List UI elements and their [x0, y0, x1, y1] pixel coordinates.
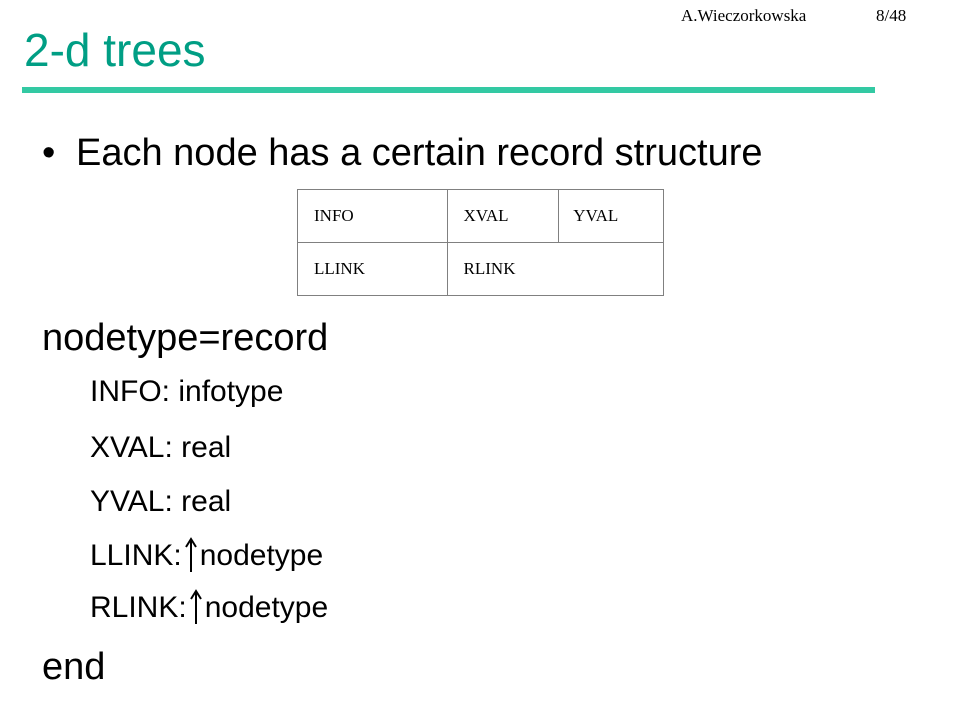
- field-type: nodetype: [204, 591, 329, 624]
- table-cell: RLINK: [447, 242, 665, 296]
- bullet-item: • Each node has a certain record structur…: [42, 128, 763, 178]
- bullet-marker: •: [42, 132, 56, 174]
- field-name: LLINK:: [90, 539, 182, 572]
- table-cell: INFO: [297, 189, 448, 243]
- author-name: A.Wieczorkowska: [681, 6, 807, 25]
- field-name: RLINK:: [90, 591, 187, 624]
- field-name: XVAL:: [90, 431, 173, 464]
- table-cell: LLINK: [297, 242, 448, 296]
- field-name: YVAL:: [90, 485, 173, 518]
- field-info: INFO: infotype: [90, 372, 283, 412]
- up-arrow-icon: [184, 537, 197, 573]
- bullet-text: Each node has a certain record structure: [76, 132, 763, 174]
- record-declaration-header: nodetype=record: [42, 317, 329, 359]
- page-number: 8/48: [876, 6, 907, 25]
- field-type: real: [181, 431, 232, 464]
- table-cell: YVAL: [558, 189, 664, 243]
- field-type: infotype: [178, 375, 284, 408]
- field-rlink: RLINK: nodetype: [90, 588, 328, 628]
- up-arrow-icon: [189, 589, 202, 625]
- field-type: real: [181, 485, 232, 518]
- table-cell: XVAL: [447, 189, 560, 243]
- table-row: INFO XVAL YVAL: [297, 189, 664, 243]
- field-llink: LLINK: nodetype: [90, 536, 323, 576]
- field-yval: YVAL: real: [90, 482, 231, 522]
- field-xval: XVAL: real: [90, 428, 231, 468]
- slide-title: 2-d trees: [24, 24, 206, 76]
- title-underline: [22, 87, 875, 93]
- record-structure-table: INFO XVAL YVAL LLINK RLINK: [297, 189, 665, 296]
- table-row: LLINK RLINK: [297, 242, 665, 296]
- field-type: nodetype: [199, 539, 324, 572]
- field-name: INFO:: [90, 375, 170, 408]
- record-declaration-end: end: [42, 646, 106, 688]
